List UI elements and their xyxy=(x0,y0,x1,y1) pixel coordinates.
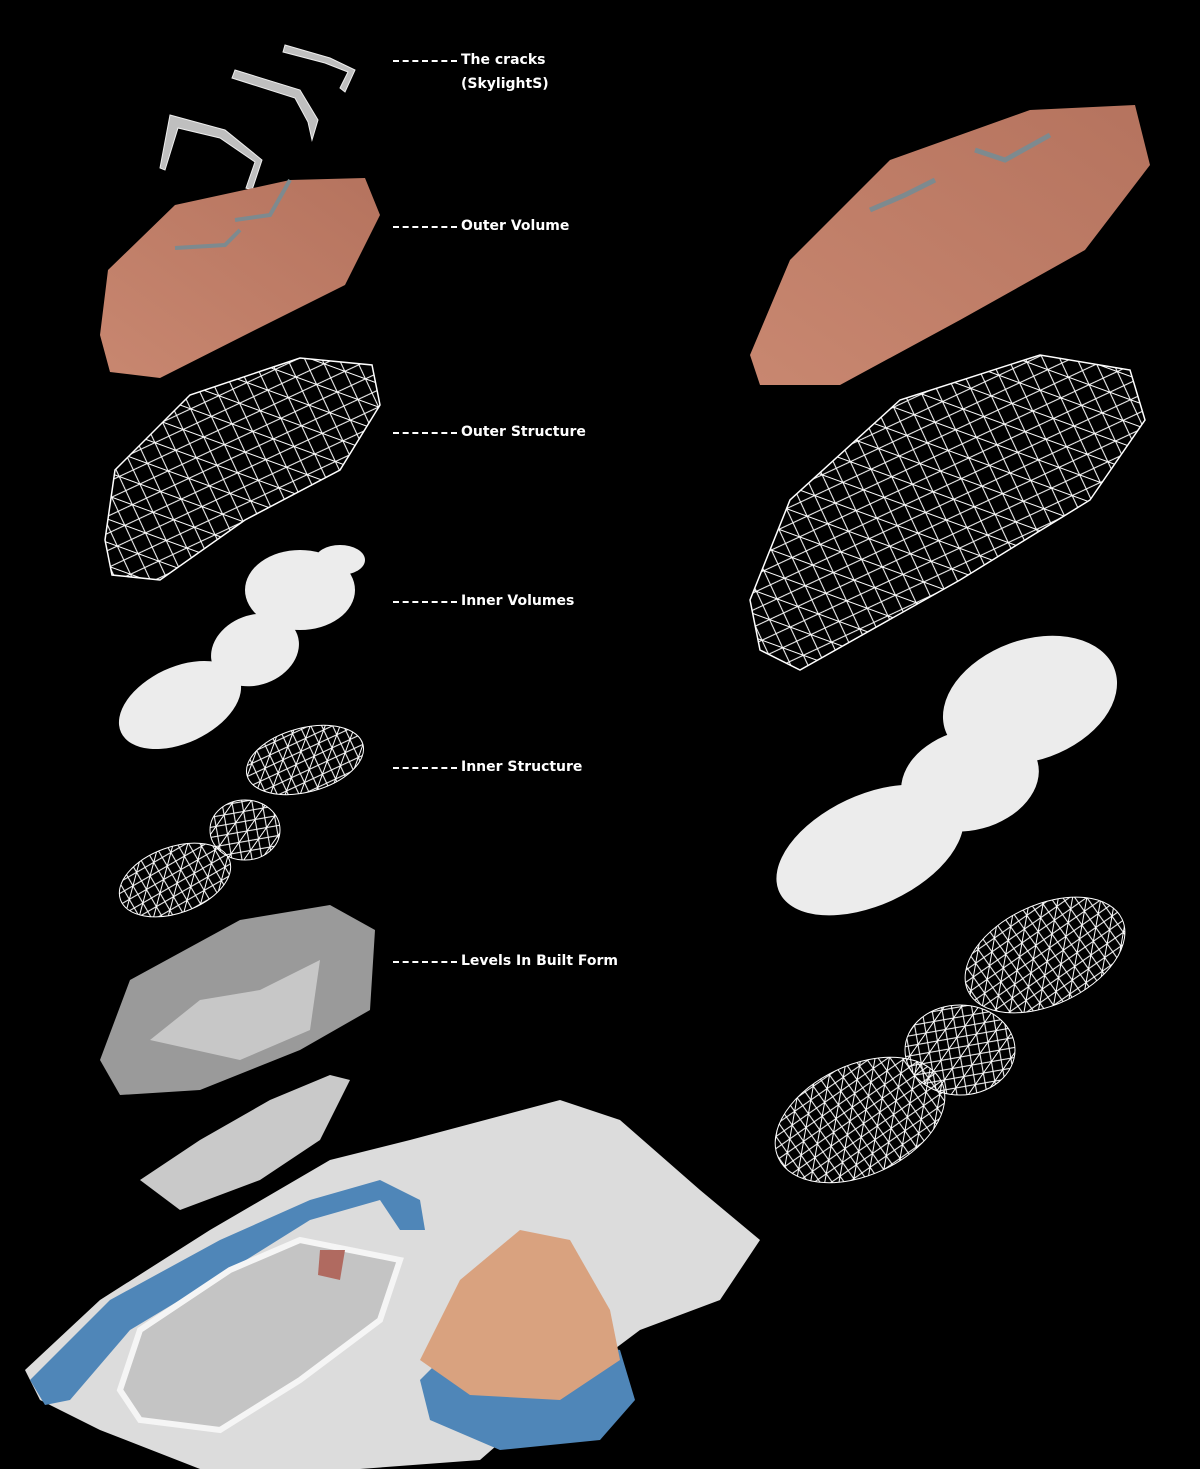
leader-line xyxy=(393,589,457,603)
label-levels: Levels In Built Form xyxy=(393,949,618,973)
label-inner-structure: Inner Structure xyxy=(393,755,582,779)
outer-volume-right xyxy=(750,105,1150,385)
leader-line xyxy=(393,214,457,228)
label-text: Outer Volume xyxy=(461,218,570,234)
label-text: The cracks (SkylightS) xyxy=(461,52,549,92)
leader-line xyxy=(393,949,457,963)
outer-structure-right xyxy=(749,354,1146,671)
label-outer-volume: Outer Volume xyxy=(393,214,569,238)
outer-structure-left xyxy=(104,357,381,581)
site-plan xyxy=(25,1100,760,1469)
label-inner-volumes: Inner Volumes xyxy=(393,589,574,613)
inner-volumes-left xyxy=(118,545,365,750)
levels-built-form xyxy=(100,905,375,1210)
leader-line xyxy=(393,420,457,434)
label-text: Inner Structure xyxy=(461,759,583,775)
leader-line xyxy=(393,48,457,62)
leader-line xyxy=(393,755,457,769)
outer-volume-left xyxy=(100,178,380,378)
label-cracks: The cracks (SkylightS) xyxy=(393,48,549,96)
inner-volumes-right xyxy=(776,635,1118,916)
inner-structure-left xyxy=(118,724,365,918)
label-text: Outer Structure xyxy=(461,424,586,440)
label-outer-structure: Outer Structure xyxy=(393,420,586,444)
cracks-skylights xyxy=(159,44,356,191)
label-text: Inner Volumes xyxy=(461,593,575,609)
label-text: Levels In Built Form xyxy=(461,953,619,969)
inner-structure-right xyxy=(774,896,1126,1184)
